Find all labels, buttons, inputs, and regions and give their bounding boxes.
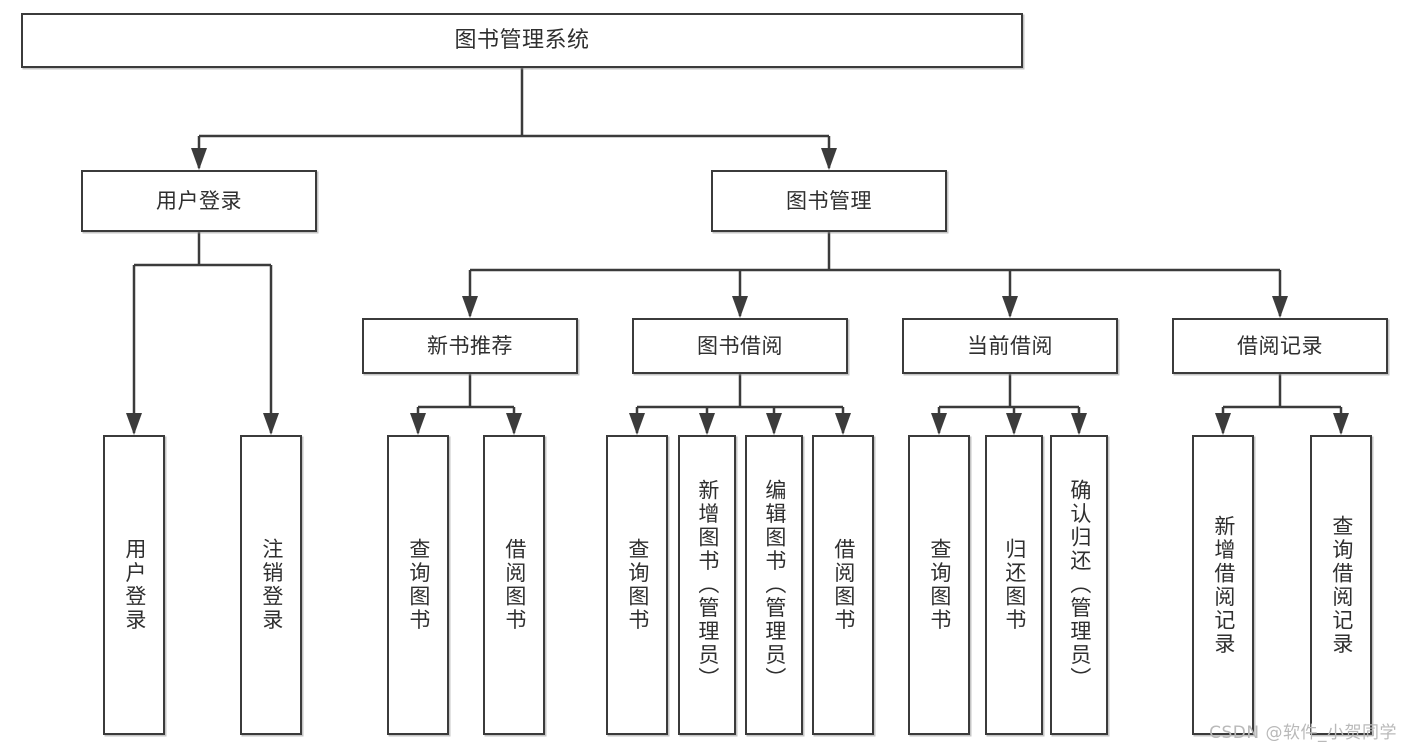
node-leaf-bor-query[interactable]: 查询图书 <box>606 435 668 735</box>
node-label: 查询图书 <box>406 538 431 632</box>
node-label: 注销登录 <box>259 538 284 632</box>
node-leaf-cur-query[interactable]: 查询图书 <box>908 435 970 735</box>
node-leaf-rec-add[interactable]: 新增借阅记录 <box>1192 435 1254 735</box>
node-label: 归还图书 <box>1002 538 1027 632</box>
node-label: 借阅记录 <box>1237 333 1323 358</box>
node-leaf-user-logout[interactable]: 注销登录 <box>240 435 302 735</box>
node-leaf-bor-add[interactable]: 新增图书（管理员） <box>678 435 736 735</box>
node-label: 图书管理 <box>786 188 872 213</box>
node-label: 借阅图书 <box>502 538 527 632</box>
node-label: 查询借阅记录 <box>1329 514 1354 656</box>
node-current[interactable]: 当前借阅 <box>902 318 1118 374</box>
node-leaf-new-borrow[interactable]: 借阅图书 <box>483 435 545 735</box>
node-leaf-cur-confirm[interactable]: 确认归还（管理员） <box>1050 435 1108 735</box>
node-newbook[interactable]: 新书推荐 <box>362 318 578 374</box>
node-label: 借阅图书 <box>831 538 856 632</box>
watermark: CSDN @软件_小贺同学 <box>1209 723 1397 743</box>
node-label: 图书管理系统 <box>454 27 590 53</box>
node-root[interactable]: 图书管理系统 <box>21 13 1023 68</box>
node-leaf-rec-query[interactable]: 查询借阅记录 <box>1310 435 1372 735</box>
node-bookmgmt[interactable]: 图书管理 <box>711 170 947 232</box>
node-label: 查询图书 <box>625 538 650 632</box>
node-leaf-cur-return[interactable]: 归还图书 <box>985 435 1043 735</box>
node-label: 图书借阅 <box>697 333 783 358</box>
node-leaf-bor-borrow[interactable]: 借阅图书 <box>812 435 874 735</box>
node-leaf-bor-edit[interactable]: 编辑图书（管理员） <box>745 435 803 735</box>
node-leaf-new-query[interactable]: 查询图书 <box>387 435 449 735</box>
node-label: 用户登录 <box>156 188 242 213</box>
node-label: 新增图书（管理员） <box>695 479 720 691</box>
node-login[interactable]: 用户登录 <box>81 170 317 232</box>
node-label: 确认归还（管理员） <box>1067 479 1092 691</box>
node-label: 新增借阅记录 <box>1211 514 1236 656</box>
node-label: 当前借阅 <box>967 333 1053 358</box>
node-label: 查询图书 <box>927 538 952 632</box>
node-leaf-user-login[interactable]: 用户登录 <box>103 435 165 735</box>
node-label: 编辑图书（管理员） <box>762 479 787 691</box>
node-label: 用户登录 <box>122 538 147 632</box>
node-label: 新书推荐 <box>427 333 513 358</box>
node-records[interactable]: 借阅记录 <box>1172 318 1388 374</box>
node-borrow[interactable]: 图书借阅 <box>632 318 848 374</box>
